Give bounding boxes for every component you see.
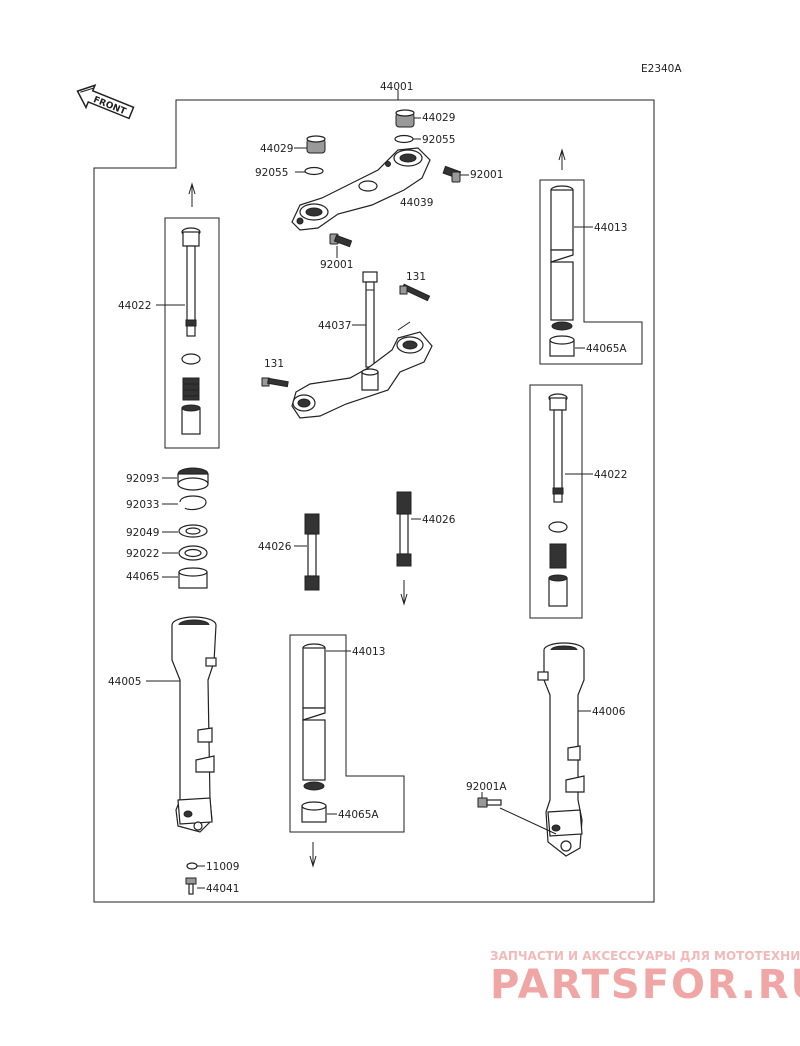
label-92049: 92049 [126, 527, 159, 539]
spring-44026-right [396, 491, 412, 567]
label-131-upper: 131 [406, 271, 426, 283]
watermark-tagline: ЗАПЧАСТИ И АКСЕССУАРЫ ДЛЯ МОТОТЕХНИКИ [490, 949, 800, 963]
spring-left [182, 377, 200, 401]
ring-left [181, 353, 201, 365]
bushing-44065A-middle [301, 801, 327, 823]
tube-44013-right [550, 185, 574, 331]
gasket-11009 [186, 862, 198, 870]
label-44001: 44001 [380, 81, 413, 93]
label-44029-right: 44029 [422, 112, 455, 124]
piece-right [548, 577, 568, 607]
box-44013-middle [289, 634, 405, 833]
damper-rod-44022-left [181, 227, 201, 337]
oil-seal-92093 [177, 467, 209, 491]
label-44037: 44037 [318, 320, 351, 332]
box-44022-right [529, 384, 583, 619]
ring-right [548, 521, 568, 533]
stem-44037 [291, 271, 433, 419]
bolt-92001-lower [329, 233, 353, 248]
label-44065: 44065 [126, 571, 159, 583]
label-92001-lower: 92001 [320, 259, 353, 271]
label-44029-left: 44029 [260, 143, 293, 155]
label-44039: 44039 [400, 197, 433, 209]
label-44065A-middle: 44065A [338, 809, 379, 821]
figure-code: E2340A [641, 63, 682, 75]
bolt-92001-right [442, 165, 462, 183]
label-92055-left: 92055 [255, 167, 288, 179]
label-44022-left: 44022 [118, 300, 151, 312]
label-92001A: 92001A [466, 781, 507, 793]
upper-bracket-44039 [291, 147, 431, 231]
spring-44026-left [304, 513, 320, 591]
oring-92055-right [394, 134, 414, 144]
label-11009: 11009 [206, 861, 239, 873]
box-44013-right [539, 179, 643, 365]
label-44022-right: 44022 [594, 469, 627, 481]
tube-44013-middle [302, 643, 326, 791]
label-44026-right: 44026 [422, 514, 456, 526]
spring-right [549, 543, 567, 569]
circlip-92033 [179, 495, 207, 511]
box-44022-left [164, 217, 220, 449]
label-92093: 92093 [126, 473, 159, 485]
bushing-44065A-right [549, 335, 575, 357]
bolt-92001A [477, 797, 502, 808]
label-131-lower: 131 [264, 358, 284, 370]
label-92022: 92022 [126, 548, 159, 560]
cap-44029-right [395, 109, 415, 128]
bolt-131-lower [261, 377, 289, 388]
label-92033: 92033 [126, 499, 159, 511]
label-44041: 44041 [206, 883, 239, 895]
cap-44029-left [306, 135, 326, 154]
oring-92055-left [304, 166, 324, 176]
front-arrow-icon: FRONT [76, 84, 135, 120]
label-92001-right: 92001 [470, 169, 503, 181]
outer-tube-44006 [537, 642, 585, 857]
damper-rod-44022-right [548, 393, 568, 503]
bolt-131-upper [399, 283, 431, 302]
bolt-44041 [185, 877, 197, 895]
label-92055-right: 92055 [422, 134, 455, 146]
bushing-44065 [178, 567, 208, 589]
label-44026-left: 44026 [258, 541, 292, 553]
outer-tube-44005 [171, 616, 217, 833]
label-44065A-right: 44065A [586, 343, 627, 355]
label-44013-right: 44013 [594, 222, 627, 234]
assembly-outline [93, 99, 655, 903]
label-44006: 44006 [592, 706, 626, 718]
label-44013-middle: 44013 [352, 646, 385, 658]
label-44005: 44005 [108, 676, 141, 688]
watermark-logo: PARTSFOR.RU [490, 962, 800, 1008]
piece-left [181, 407, 201, 435]
